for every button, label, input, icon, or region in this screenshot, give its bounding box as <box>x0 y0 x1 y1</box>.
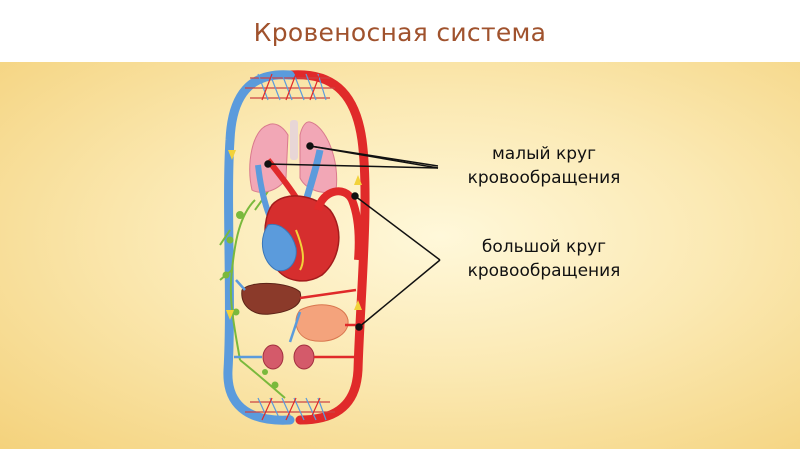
flow-arrows <box>226 150 362 320</box>
lymphatic-vessels <box>219 169 286 399</box>
pulmonary-pointers <box>264 142 439 169</box>
lower-capillary-bed <box>245 397 335 421</box>
systemic-artery <box>285 70 370 425</box>
pulmonary-label-line2: кровообращения <box>467 168 621 188</box>
systemic-circulation-label: большой круг кровообращения <box>444 235 644 283</box>
lymph-nodes <box>222 211 279 389</box>
title-bar: Кровеносная система <box>0 0 800 62</box>
systemic-label-line1: большой круг <box>481 237 607 257</box>
diagram-panel <box>0 62 800 449</box>
intestine <box>295 304 349 342</box>
systemic-vein <box>223 70 295 425</box>
liver <box>241 282 302 315</box>
pulmonary-circulation-label: малый круг кровообращения <box>444 142 644 190</box>
systemic-label-line2: кровообращения <box>467 261 621 281</box>
kidneys <box>262 344 315 370</box>
heart <box>261 195 340 282</box>
organ-vessels <box>234 279 358 359</box>
systemic-pointers <box>351 192 441 331</box>
pulmonary-label-line1: малый круг <box>491 144 597 164</box>
page-title: Кровеносная система <box>253 18 547 47</box>
upper-capillary-bed <box>245 73 335 101</box>
aorta <box>314 187 363 261</box>
